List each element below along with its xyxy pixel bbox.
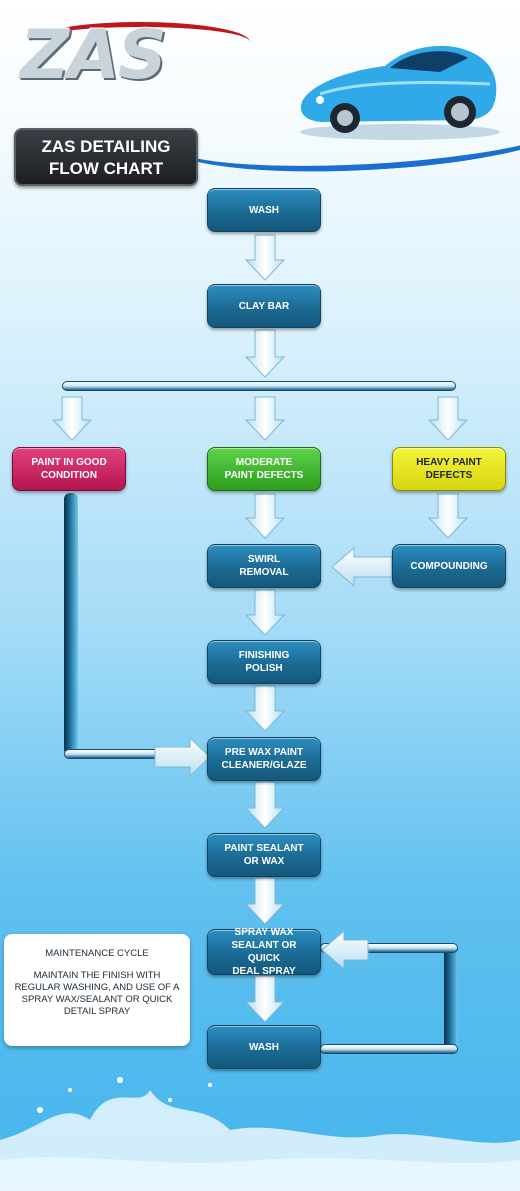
node-sealant-wax: PAINT SEALANT OR WAX (207, 833, 321, 877)
node-clay-bar-label: CLAY BAR (238, 300, 290, 312)
arrow-branch-heavy (427, 396, 469, 441)
maintenance-cycle-note: MAINTENANCE CYCLE MAINTAIN THE FINISH WI… (4, 934, 190, 1046)
node-prewax-cleaner: PRE WAX PAINT CLEANER/GLAZE (207, 737, 321, 781)
node-wash-1-label: WASH (249, 204, 279, 216)
node-compounding-label: COMPOUNDING (410, 560, 488, 572)
node-spray-label: SPRAY WAX SEALANT OR QUICK DEAL SPRAY (231, 927, 297, 977)
node-compounding: COMPOUNDING (392, 544, 506, 588)
arrow-branch-moderate (244, 396, 286, 441)
arrow-sealant-spray (244, 877, 286, 925)
arrow-finishing-prewax (244, 685, 286, 732)
branch-pipe (62, 381, 456, 391)
node-paint-good-condition: PAINT IN GOOD CONDITION (12, 447, 126, 491)
node-finishing-label: FINISHING POLISH (238, 650, 290, 674)
arrow-moderate-swirl (244, 493, 286, 539)
arrow-branch-good (51, 396, 93, 441)
arrow-swirl-finishing (244, 589, 286, 636)
flowchart-title: ZAS DETAILING FLOW CHART (14, 128, 198, 186)
maintenance-loop-right (444, 944, 458, 1054)
node-swirl-removal: SWIRL REMOVAL (207, 544, 321, 588)
arrow-clay-branch (244, 329, 286, 378)
node-spray-wax: SPRAY WAX SEALANT OR QUICK DEAL SPRAY (207, 927, 321, 977)
arrow-loop-spray (321, 929, 369, 971)
arrow-wash-clay (244, 234, 286, 281)
logo-arc (30, 22, 250, 62)
zas-logo: ZAS (20, 16, 270, 96)
title-line-1: ZAS DETAILING (41, 137, 171, 156)
node-heavy-label: HEAVY PAINT DEFECTS (416, 457, 482, 481)
water-splash (0, 1077, 520, 1191)
node-wash-1: WASH (207, 188, 321, 232)
logo-text: ZAS (20, 16, 167, 95)
good-condition-pipe (64, 493, 78, 755)
arrow-good-prewax (154, 736, 211, 778)
node-wash-2: WASH (207, 1025, 321, 1069)
maintenance-title: MAINTENANCE CYCLE (45, 948, 149, 959)
node-prewax-label: PRE WAX PAINT CLEANER/GLAZE (221, 747, 307, 771)
node-clay-bar: CLAY BAR (207, 284, 321, 328)
title-line-2: FLOW CHART (48, 159, 164, 178)
arrow-compounding-swirl (331, 546, 393, 588)
node-moderate-label: MODERATE PAINT DEFECTS (224, 457, 304, 481)
node-paint-good-label: PAINT IN GOOD CONDITION (31, 457, 107, 481)
arrow-heavy-compounding (427, 493, 469, 539)
maintenance-body: MAINTAIN THE FINISH WITH REGULAR WASHING… (14, 970, 180, 1017)
node-finishing-polish: FINISHING POLISH (207, 640, 321, 684)
node-wash-2-label: WASH (249, 1041, 279, 1053)
node-swirl-label: SWIRL REMOVAL (239, 554, 289, 578)
node-sealant-label: PAINT SEALANT OR WAX (224, 843, 304, 867)
node-heavy-defects: HEAVY PAINT DEFECTS (392, 447, 506, 491)
node-moderate-defects: MODERATE PAINT DEFECTS (207, 447, 321, 491)
arrow-spray-wash (244, 975, 286, 1023)
car-illustration (300, 45, 500, 140)
arrow-prewax-sealant (244, 781, 286, 829)
